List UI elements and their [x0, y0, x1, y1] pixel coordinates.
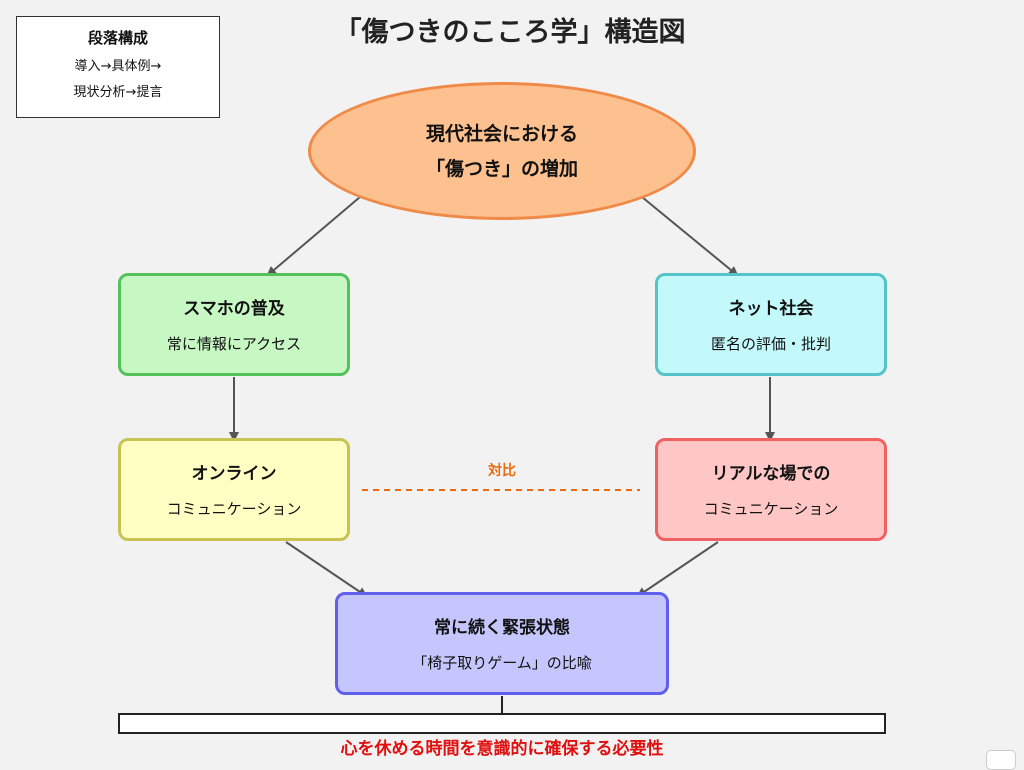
center-node-line-1: 現代社会における — [425, 123, 578, 145]
conclusion-text: 心を休める時間を意識的に確保する必要性 — [340, 739, 664, 759]
node-smartphone-title: スマホの普及 — [183, 299, 285, 319]
contrast-label: 対比 — [488, 463, 516, 479]
center-node: 現代社会における 「傷つき」の増加 — [308, 82, 696, 220]
legend-line-1: 導入→具体例→ — [74, 59, 162, 74]
legend-line-2: 現状分析→提言 — [73, 85, 163, 100]
node-online-title: オンライン — [191, 464, 277, 484]
node-online-sub: コミュニケーション — [166, 500, 302, 518]
node-tension: 常に続く緊張状態 「椅子取りゲーム」の比喩 — [335, 592, 669, 695]
node-smartphone: スマホの普及 常に情報にアクセス — [118, 273, 350, 376]
legend-box: 段落構成 導入→具体例→ 現状分析→提言 — [16, 16, 220, 118]
node-real-sub: コミュニケーション — [703, 500, 839, 518]
node-online: オンライン コミュニケーション — [118, 438, 350, 541]
node-net-title: ネット社会 — [728, 299, 814, 319]
center-node-line-2: 「傷つき」の増加 — [425, 158, 578, 180]
node-net-society: ネット社会 匿名の評価・批判 — [655, 273, 887, 376]
arrow-center-to-net — [641, 196, 739, 277]
arrow-center-to-smartphone — [266, 196, 361, 277]
arrow-online-to-tension — [285, 541, 368, 598]
node-tension-sub: 「椅子取りゲーム」の比喩 — [412, 654, 592, 672]
node-real-title: リアルな場での — [711, 464, 831, 484]
node-net-sub: 匿名の評価・批判 — [710, 335, 831, 353]
legend-title: 段落構成 — [87, 29, 148, 47]
node-real-place: リアルな場での コミュニケーション — [655, 438, 887, 541]
corner-tab[interactable] — [986, 750, 1016, 770]
node-tension-title: 常に続く緊張状態 — [434, 618, 570, 638]
conclusion-bar — [118, 713, 886, 734]
node-smartphone-sub: 常に情報にアクセス — [166, 335, 302, 353]
arrow-real-to-tension — [636, 541, 719, 598]
page-title: 「傷つきのこころ学」構造図 — [334, 17, 686, 48]
